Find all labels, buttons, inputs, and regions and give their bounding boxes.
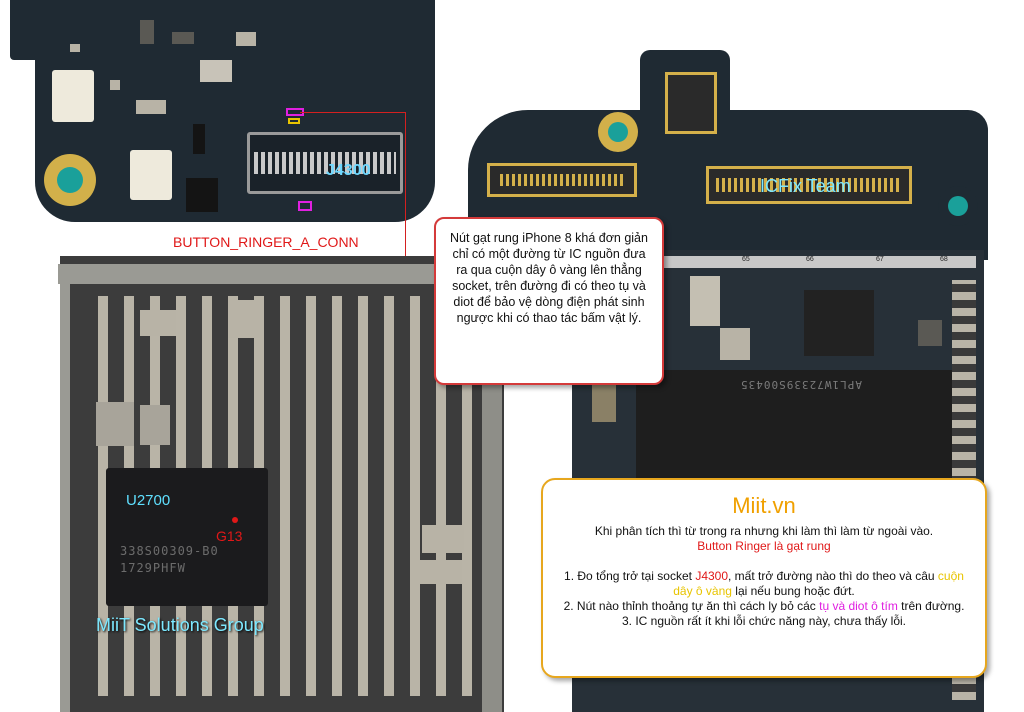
black-ic (193, 124, 205, 154)
component (96, 402, 134, 446)
white-component (52, 70, 94, 122)
component (136, 100, 166, 114)
component (140, 405, 170, 445)
info-step-1: 1. Đo tổng trở tại socket J4300, mất trở… (557, 569, 971, 599)
info-step-2: 2. Nút nào thỉnh thoảng tự ăn thì cách l… (557, 599, 971, 614)
component (420, 560, 462, 584)
ruler-label: 66 (806, 256, 814, 263)
component (140, 310, 176, 336)
u2700-ic (106, 468, 268, 606)
top-left-board-tab (260, 0, 435, 100)
component (422, 525, 464, 553)
component (200, 60, 232, 82)
ruler-label: 65 (742, 256, 750, 263)
mounting-hole (598, 112, 638, 152)
component (70, 44, 80, 52)
step1-text: , mất trở đường nào thì do theo và câu (728, 569, 938, 583)
ruler-strip (572, 256, 976, 268)
nxp-ic (804, 290, 874, 356)
right-connector-left-pins (500, 174, 624, 186)
step1-text: 1. Đo tổng trở tại socket (564, 569, 696, 583)
mounting-hole (938, 186, 978, 226)
component (236, 32, 256, 46)
j4300-pins (254, 152, 396, 174)
note-text: Nút gạt rung iPhone 8 khá đơn giản chỉ c… (450, 231, 648, 325)
signal-wire-horizontal (300, 112, 406, 113)
step2-text: 2. Nút nào thỉnh thoảng tự ăn thì cách l… (563, 599, 820, 613)
nand-marking: APL1W72339S00435 (740, 378, 862, 391)
watermark: MiiT Solutions Group (96, 615, 264, 635)
component (592, 384, 616, 422)
ruler-label: 67 (876, 256, 884, 263)
component (172, 32, 194, 44)
ic-marking-line1: 338S00309-B0 (120, 544, 219, 558)
component (720, 328, 750, 360)
component (918, 320, 942, 346)
step2-text: trên đường. (897, 599, 965, 613)
j4300-label: J4300 (326, 162, 371, 179)
info-step-3: 3. IC nguồn rất ít khi lỗi chức năng này… (622, 614, 906, 628)
shield-frame (60, 264, 70, 712)
component (690, 276, 720, 326)
step2-highlight: tụ và diot ô tím (819, 599, 898, 613)
team-label: ICFix Team (760, 176, 851, 196)
black-ic (186, 178, 218, 212)
component (228, 300, 260, 338)
shield-frame (58, 264, 505, 284)
step1-highlight-socket: J4300 (695, 569, 729, 583)
info-title: Miit.vn (732, 493, 796, 518)
white-component (130, 150, 172, 200)
yellow-marker (288, 118, 300, 124)
component (110, 80, 120, 90)
signal-net-label: BUTTON_RINGER_A_CONN (173, 234, 359, 250)
component (140, 20, 154, 44)
spacer (557, 554, 971, 569)
g13-ball-dot (232, 517, 238, 523)
right-connector-top (665, 72, 717, 134)
u2700-label: U2700 (126, 492, 171, 509)
ruler-label: 68 (940, 256, 948, 263)
right-connector-main-pins (716, 178, 902, 192)
info-box: Miit.vn Khi phân tích thì từ trong ra nh… (541, 478, 987, 678)
note-callout: Nút gạt rung iPhone 8 khá đơn giản chỉ c… (434, 217, 664, 385)
info-subtitle: Button Ringer là gạt rung (697, 539, 831, 553)
step1-highlight-coil: cuộn dây ô vàng (673, 569, 964, 598)
info-intro: Khi phân tích thì từ trong ra nhưng khi … (594, 524, 934, 538)
mounting-hole (44, 154, 96, 206)
pink-marker (298, 201, 312, 211)
ic-marking-line2: 1729PHFW (120, 561, 186, 575)
g13-ball-label: G13 (216, 528, 243, 544)
step1-text: lại nếu bung hoặc đứt. (731, 584, 855, 598)
